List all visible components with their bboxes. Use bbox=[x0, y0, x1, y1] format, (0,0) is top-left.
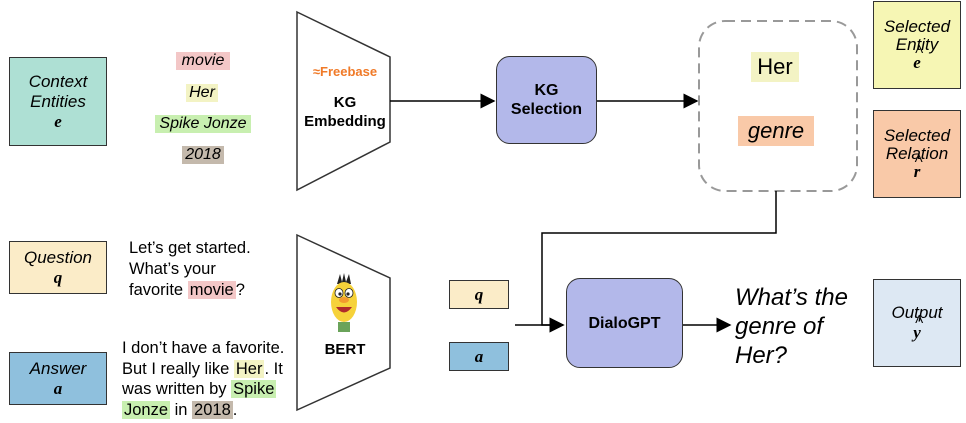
output-box: Output ^y bbox=[873, 279, 961, 367]
hat-icon: ^ bbox=[913, 150, 924, 169]
selected-relation-symbol-letter: r bbox=[913, 162, 921, 181]
question-text-line2: What’s your bbox=[129, 260, 216, 278]
question-text-mark: ? bbox=[235, 281, 245, 299]
generated-line2: genre of bbox=[735, 313, 824, 340]
answer-label: Answer bbox=[29, 358, 87, 378]
hat-icon: ^ bbox=[914, 311, 925, 330]
question-box: Question q bbox=[9, 241, 107, 294]
question-text-part: favorite bbox=[129, 281, 188, 299]
entity-her: Her bbox=[186, 84, 218, 102]
output-symbol: ^y bbox=[913, 311, 924, 343]
kg-selection-line2: Selection bbox=[510, 101, 583, 118]
bert-label: BERT bbox=[324, 341, 366, 358]
answer-text-line1: I don’t have a favorite. bbox=[122, 339, 285, 357]
question-text-line3: favorite movie? bbox=[129, 280, 299, 301]
kg-embedding-label: KG Embedding bbox=[300, 93, 390, 131]
selected-relation-line1: Selected bbox=[883, 126, 951, 145]
q-token-symbol: q bbox=[474, 284, 484, 304]
selected-entity-symbol: ^e bbox=[913, 42, 924, 72]
output-symbol-letter: y bbox=[913, 323, 921, 342]
context-entities-box: Context Entities e bbox=[9, 57, 107, 146]
answer-text-part: . It bbox=[264, 359, 283, 378]
kg-selection-box: KG Selection bbox=[496, 56, 597, 144]
answer-text: I don’t have a favorite. But I really li… bbox=[122, 338, 300, 420]
generated-line1: What’s the bbox=[735, 284, 848, 311]
freebase-logo: ≈Freebase bbox=[300, 64, 390, 79]
entity-movie: movie bbox=[176, 52, 230, 70]
answer-box: Answer a bbox=[9, 352, 107, 405]
generated-response: What’s the genre of Her? bbox=[735, 283, 865, 370]
entity-2018: 2018 bbox=[182, 146, 224, 164]
q-token-box: q bbox=[449, 280, 509, 309]
question-symbol: q bbox=[53, 267, 63, 287]
context-label-line1: Context bbox=[28, 71, 88, 91]
answer-text-part: But I really like bbox=[122, 359, 234, 378]
answer-text-jonze: Jonze bbox=[122, 400, 171, 419]
selected-entity-symbol-letter: e bbox=[913, 53, 921, 72]
answer-text-part: was written by bbox=[122, 380, 232, 398]
bert-character-drawing bbox=[331, 273, 357, 332]
kg-embedding-line2: Embedding bbox=[304, 113, 386, 130]
hat-icon: ^ bbox=[914, 41, 925, 60]
kg-embedding-line1: KG bbox=[333, 94, 357, 111]
entity-spike-jonze: Spike Jonze bbox=[155, 115, 251, 133]
selected-relation-symbol: ^r bbox=[913, 151, 924, 181]
question-text-line1: Let’s get started. bbox=[129, 239, 251, 257]
output-label: Output bbox=[891, 303, 943, 322]
answer-text-2018: 2018 bbox=[192, 400, 233, 419]
answer-text-part: in bbox=[170, 400, 193, 419]
selected-relation-value: genre bbox=[738, 116, 814, 146]
question-text-movie: movie bbox=[187, 281, 236, 299]
context-symbol: e bbox=[54, 111, 62, 131]
selected-entity-line1: Selected bbox=[883, 17, 951, 36]
freebase-logo-text: Freebase bbox=[320, 64, 378, 79]
generated-line3: Her? bbox=[735, 342, 788, 369]
answer-text-line3: was written by Spike bbox=[122, 379, 300, 400]
answer-text-line4: Jonze in 2018. bbox=[122, 400, 300, 421]
answer-text-period: . bbox=[232, 400, 238, 419]
answer-text-line2: But I really like Her. It bbox=[122, 359, 300, 380]
selected-entity-box: Selected Entity ^e bbox=[873, 1, 961, 89]
freebase-icon: ≈ bbox=[312, 64, 321, 79]
dialogpt-label: DialoGPT bbox=[588, 314, 661, 332]
selection-output-box bbox=[698, 20, 858, 192]
answer-text-spike: Spike bbox=[231, 380, 277, 398]
kg-selection-line1: KG bbox=[534, 82, 559, 99]
selected-entity-value: Her bbox=[751, 52, 799, 82]
selected-relation-line2: Relation bbox=[885, 144, 949, 163]
selected-entity-line2: Entity bbox=[895, 35, 939, 54]
a-token-symbol: a bbox=[474, 346, 484, 366]
context-label-line2: Entities bbox=[30, 91, 86, 111]
question-text: Let’s get started. What’s your favorite … bbox=[129, 238, 299, 301]
question-label: Question bbox=[23, 247, 93, 267]
answer-symbol: a bbox=[53, 378, 63, 398]
answer-text-her: Her bbox=[233, 359, 265, 378]
selected-relation-box: Selected Relation ^r bbox=[873, 110, 961, 198]
a-token-box: a bbox=[449, 342, 509, 371]
dialogpt-box: DialoGPT bbox=[566, 278, 683, 368]
kg-embedding-block bbox=[296, 10, 391, 192]
bert-character-icon bbox=[328, 272, 360, 334]
